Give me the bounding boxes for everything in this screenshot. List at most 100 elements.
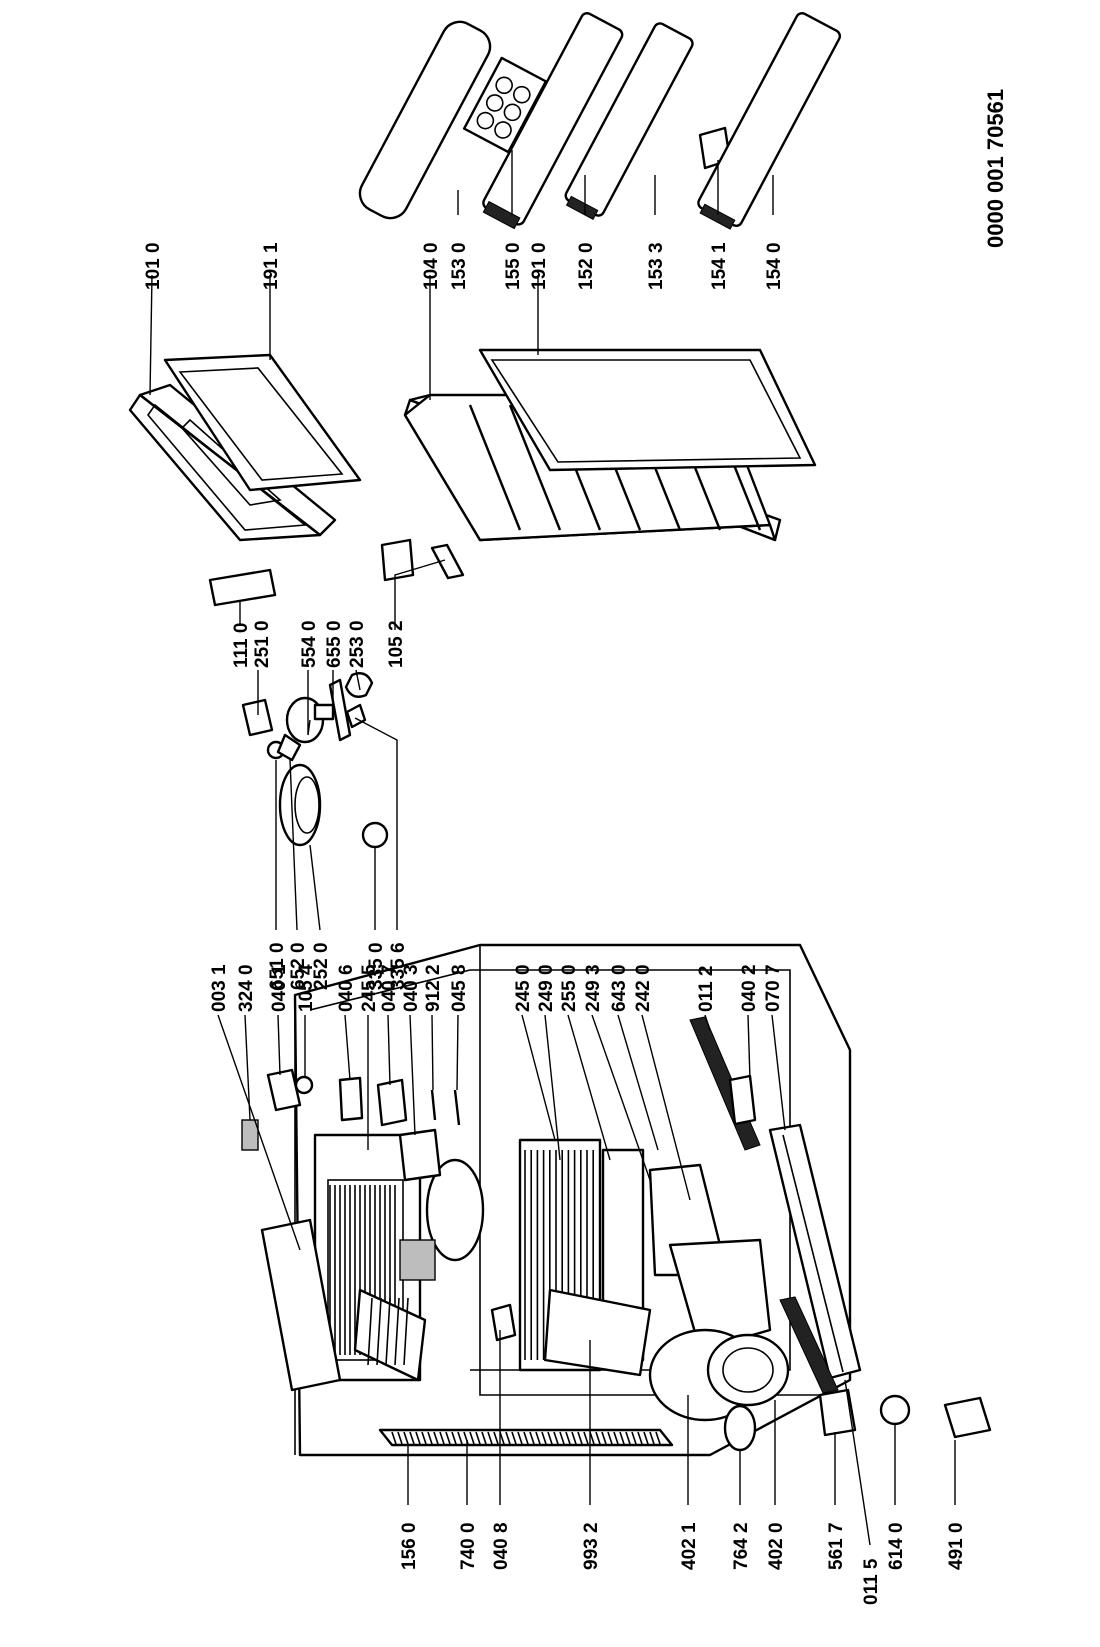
hatch-line [403, 1297, 409, 1366]
hatch-line [559, 1431, 565, 1445]
drain-bowl [543, 1288, 652, 1377]
hatch-line [529, 1431, 535, 1445]
label-4910: 491 0 [946, 1522, 967, 1570]
top-hinge-cover [260, 1218, 342, 1392]
clip-0406 [338, 1076, 364, 1122]
compressor [648, 1328, 790, 1422]
label-2510: 251 0 [252, 620, 273, 668]
bracket-0402 [728, 1074, 757, 1126]
hatch-line [451, 1431, 457, 1445]
bottle-shelf-1540 [697, 12, 842, 230]
hatch-line [475, 1431, 481, 1445]
hatch-line [421, 1431, 427, 1445]
label-0402: 040 2 [739, 964, 760, 1012]
label-1110: 111 0 [231, 623, 252, 668]
relay-5617 [818, 1388, 857, 1437]
screw-9122 [430, 1089, 437, 1121]
bracket-0401 [266, 1068, 302, 1112]
hatch-line [583, 1431, 589, 1445]
label-1560: 156 0 [399, 1522, 420, 1570]
hatch-line [505, 1431, 511, 1445]
hatch-line [493, 1431, 499, 1445]
hatch-line [367, 1297, 373, 1366]
label-1911: 191 1 [261, 242, 282, 290]
knob-cap-3350 [361, 821, 389, 849]
bracket-0403 [398, 1128, 442, 1182]
thermostat-6140 [879, 1394, 911, 1426]
freezer-flap-1040 [358, 20, 492, 220]
thermostat-housing-2520 [278, 763, 322, 847]
label-1530: 153 0 [449, 242, 470, 290]
leader-lines [149, 150, 956, 1546]
label-6520: 652 0 [288, 942, 309, 990]
label-7400: 740 0 [458, 1522, 479, 1570]
door-shelf-1533 [564, 22, 694, 220]
hatch-line [523, 1431, 529, 1445]
clip-6550 [313, 703, 335, 721]
hatch-line [601, 1431, 607, 1445]
label-0403: 040 3 [401, 964, 422, 1012]
hatch-line [607, 1431, 613, 1445]
label-4020: 402 0 [766, 1522, 787, 1570]
label-2490: 249 0 [536, 964, 557, 1012]
label-9932: 993 2 [581, 1522, 602, 1570]
control-bracket [399, 1239, 436, 1281]
label-0115: 011 5 [861, 1558, 882, 1605]
label-3356: 335 6 [388, 942, 409, 990]
label-6140: 614 0 [886, 1522, 907, 1570]
label-6510: 651 0 [267, 942, 288, 990]
hatch-line [553, 1431, 559, 1445]
label-0112: 011 2 [696, 966, 717, 1013]
cabinet-body [241, 943, 992, 1457]
hatch-line [541, 1431, 547, 1445]
label-0707: 070 7 [763, 964, 784, 1012]
label-7642: 764 2 [731, 1522, 752, 1570]
label-1540: 154 0 [764, 242, 785, 290]
hatch-line [376, 1297, 382, 1366]
hatch-line [415, 1431, 421, 1445]
hinge-1052-a [380, 538, 415, 582]
label-1533: 153 3 [646, 242, 667, 290]
hatch-line [439, 1431, 445, 1445]
clip-0407 [376, 1078, 408, 1127]
hatch-line [433, 1431, 439, 1445]
label-1052: 105 2 [386, 620, 407, 668]
thermostat-housing-in-cabinet [425, 1158, 485, 1262]
hatch-line [619, 1431, 625, 1445]
cover-4910 [943, 1396, 992, 1439]
label-1541: 154 1 [709, 242, 730, 290]
hatch-line [637, 1431, 643, 1445]
hinge-pin [294, 1075, 314, 1095]
bottom-grille-strip [768, 1123, 862, 1380]
hatch-line [595, 1431, 601, 1445]
hatch-line [394, 1297, 400, 1366]
hatch-line [535, 1431, 541, 1445]
label-2455: 245 5 [359, 964, 380, 1012]
door-accessories [358, 12, 842, 230]
hinge-parts [208, 538, 465, 607]
label-0401: 040 1 [269, 964, 290, 1012]
label-6430: 643 0 [609, 964, 630, 1012]
filter-drier [723, 1404, 757, 1452]
label-2550: 255 0 [559, 964, 580, 1012]
hatch-line [547, 1431, 553, 1445]
label-1550: 155 0 [503, 242, 524, 290]
hatch-line [625, 1431, 631, 1445]
part-labels: 156 0 740 0 040 8 993 2 402 1 764 2 402 … [143, 89, 1008, 1605]
label-1040: 104 0 [421, 242, 442, 290]
label-2450: 245 0 [513, 964, 534, 1012]
label-1520: 152 0 [576, 242, 597, 290]
label-5617: 561 7 [826, 1522, 847, 1570]
hatch-line [409, 1431, 415, 1445]
label-0458: 045 8 [449, 964, 470, 1012]
hatch-line [445, 1431, 451, 1445]
label-6550: 655 0 [324, 620, 345, 668]
hatch-line [427, 1431, 433, 1445]
hatch-line [643, 1431, 649, 1445]
label-2493: 249 3 [583, 964, 604, 1012]
label-9122: 912 2 [423, 964, 444, 1012]
hatch-line [517, 1431, 523, 1445]
hatch-line [649, 1431, 655, 1445]
label-2420: 242 0 [633, 964, 654, 1012]
